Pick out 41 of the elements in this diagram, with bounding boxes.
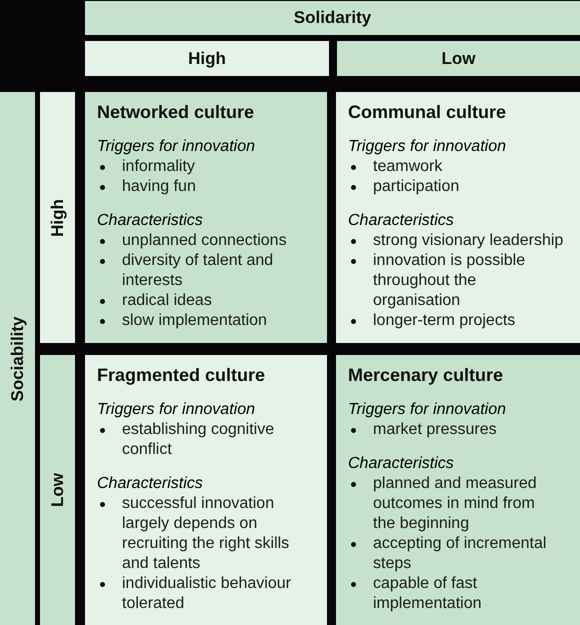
bullet-point: informality xyxy=(97,157,195,177)
quadrant-title: Networked culture xyxy=(97,101,254,123)
quadrant-panel xyxy=(336,92,580,343)
bullet-point: individualistic behaviour tolerated xyxy=(97,574,317,614)
bullet-point: establishing cognitive conflict xyxy=(97,420,317,460)
section-heading: Triggers for innovation xyxy=(97,400,255,420)
section-heading: Characteristics xyxy=(97,474,203,494)
bullet-point: market pressures xyxy=(348,420,497,440)
row-label: High xyxy=(48,198,68,236)
quadrant-panel xyxy=(85,355,327,625)
quadrant-panel xyxy=(336,355,580,625)
axis-label: Solidarity xyxy=(294,8,372,28)
axis-label: Sociability xyxy=(8,316,28,402)
row-label: Low xyxy=(48,473,68,507)
bullet-point: participation xyxy=(348,177,460,197)
section-heading: Characteristics xyxy=(348,454,454,474)
bullet-point: slow implementation xyxy=(97,311,267,331)
bullet-point: longer-term projects xyxy=(348,311,516,331)
quadrant-title: Communal culture xyxy=(348,101,506,123)
column-header-band xyxy=(337,41,580,76)
axis-header-band xyxy=(85,1,580,35)
bullet-point: radical ideas xyxy=(97,291,212,311)
section-heading: Triggers for innovation xyxy=(97,137,255,157)
row-header-band xyxy=(40,355,75,625)
column-header-band xyxy=(85,41,329,76)
section-heading: Triggers for innovation xyxy=(348,400,506,420)
bullet-point: strong visionary leadership xyxy=(348,231,564,251)
axis-header-band xyxy=(0,92,35,625)
bullet-point: teamwork xyxy=(348,157,442,177)
column-label: High xyxy=(188,48,226,68)
quadrant-panel xyxy=(85,92,327,343)
section-heading: Characteristics xyxy=(97,211,203,231)
column-label: Low xyxy=(442,48,476,68)
quadrant-title: Mercenary culture xyxy=(348,364,504,386)
bullet-point: having fun xyxy=(97,177,196,197)
quadrant-title: Fragmented culture xyxy=(97,364,266,386)
bullet-point: unplanned connections xyxy=(97,231,287,251)
section-heading: Characteristics xyxy=(348,211,454,231)
row-header-band xyxy=(40,92,75,343)
bullet-point: capable of fast implementation xyxy=(348,574,558,614)
section-heading: Triggers for innovation xyxy=(348,137,506,157)
